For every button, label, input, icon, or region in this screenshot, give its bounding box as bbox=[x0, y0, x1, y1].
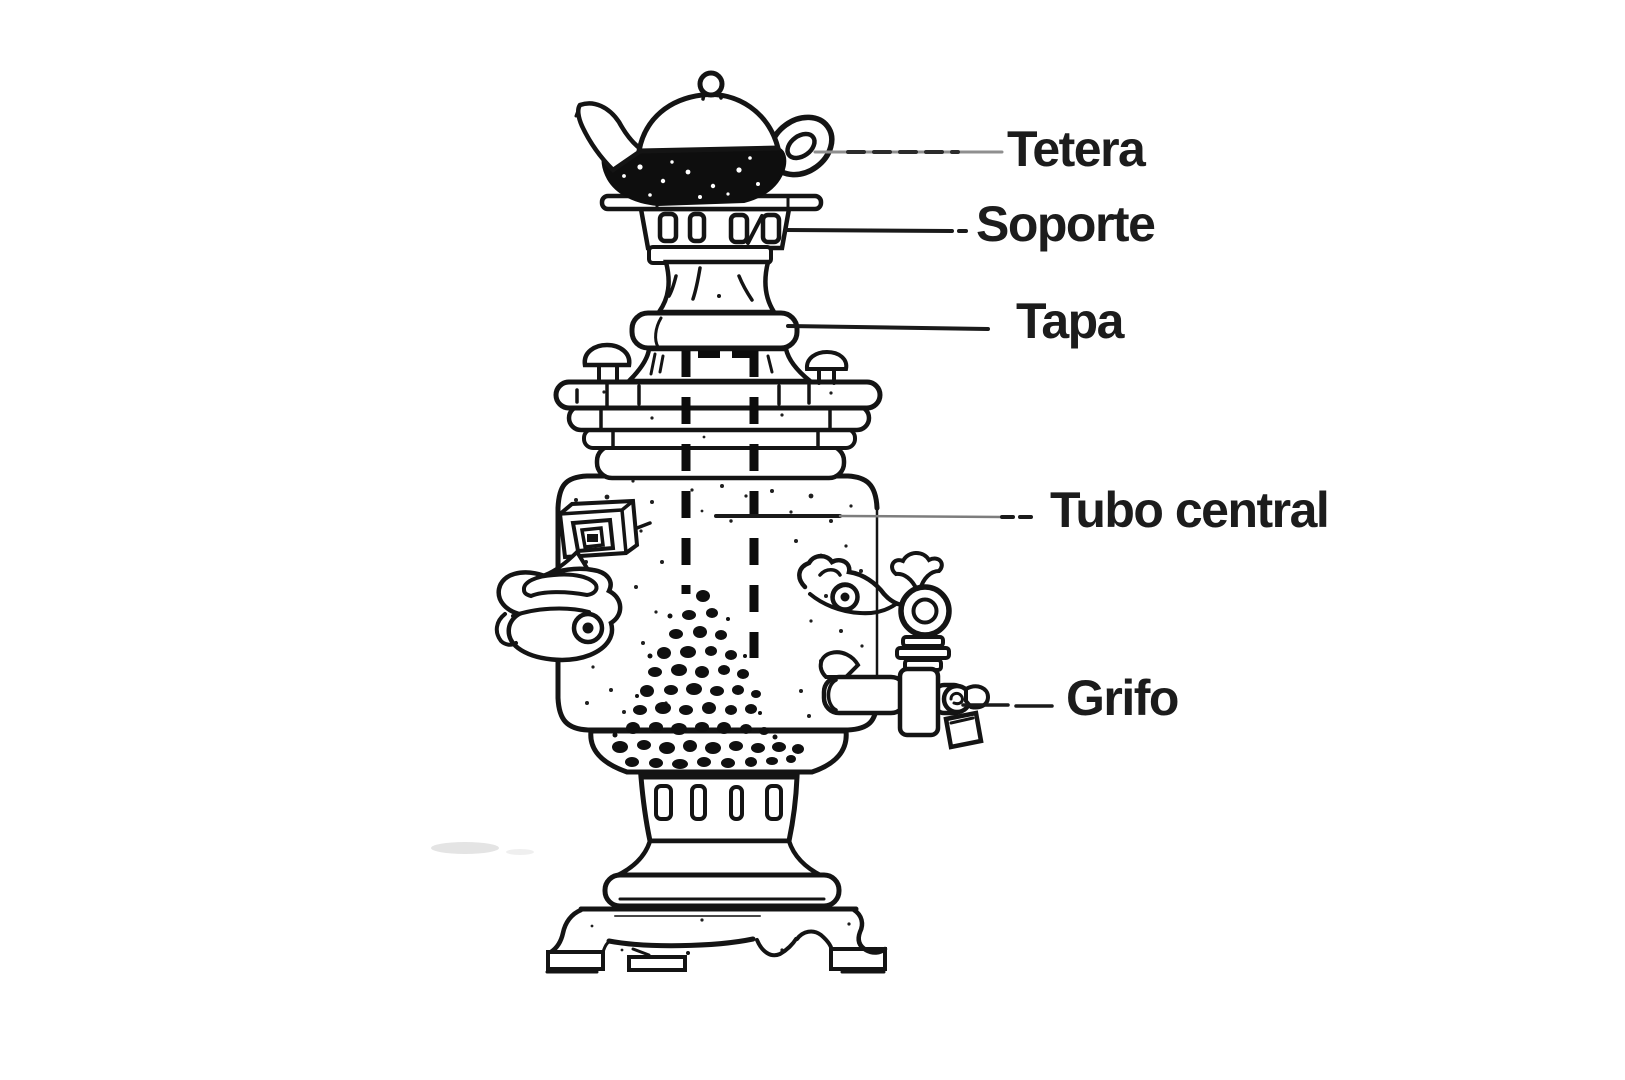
left-handle-drawing bbox=[494, 498, 652, 663]
scan-smudge bbox=[431, 842, 534, 855]
teapot-knob bbox=[697, 70, 725, 98]
leader-line-tubo-central bbox=[714, 514, 1038, 519]
right-handle-drawing bbox=[797, 553, 915, 616]
central-tube-dashes bbox=[681, 350, 759, 658]
label-soporte: Soporte bbox=[976, 196, 1156, 252]
teapot-drawing bbox=[574, 70, 835, 212]
teapot-speckles bbox=[622, 156, 760, 199]
leader-lines bbox=[714, 150, 1054, 708]
label-tapa: Tapa bbox=[1016, 293, 1125, 349]
leader-line-soporte bbox=[784, 228, 968, 233]
label-tubo-central: Tubo central bbox=[1050, 482, 1330, 538]
lid-skirt-drawing bbox=[623, 346, 817, 384]
label-tetera: Tetera bbox=[1007, 121, 1146, 177]
side-knobs-drawing bbox=[582, 342, 849, 385]
lid-drawing bbox=[629, 310, 800, 351]
label-grifo: Grifo bbox=[1066, 670, 1179, 726]
pedestal-drawing bbox=[602, 774, 842, 909]
chimney-neck-drawing bbox=[654, 259, 779, 315]
support-ring-drawing bbox=[638, 206, 792, 265]
leader-line-grifo bbox=[961, 703, 1054, 708]
leader-line-tapa bbox=[786, 324, 990, 331]
base-drawing bbox=[545, 906, 888, 974]
coal-pile bbox=[612, 590, 804, 769]
tap-drawing bbox=[818, 551, 991, 750]
shoulder-tiers-drawing bbox=[553, 379, 883, 481]
